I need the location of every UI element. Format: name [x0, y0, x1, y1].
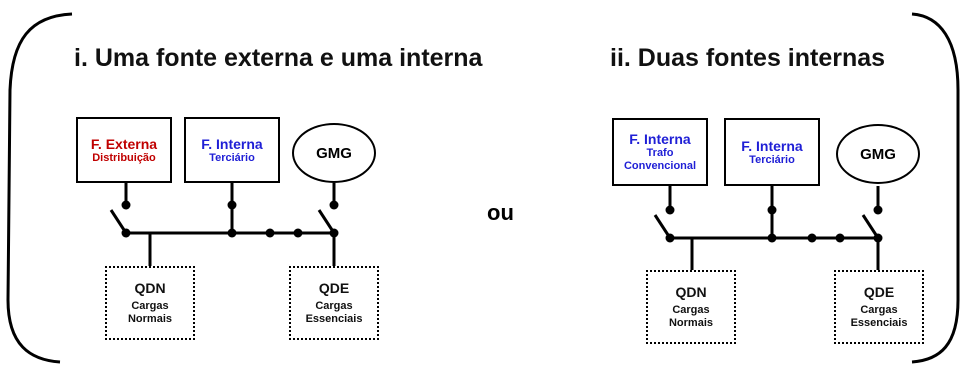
left-node	[121, 200, 131, 210]
right-switch-gmg	[861, 214, 880, 239]
left-qdn-line2: Normais	[127, 313, 173, 326]
right-switch-a	[653, 214, 672, 239]
right-qde-line1: Cargas	[860, 304, 898, 317]
left-wiring	[109, 183, 336, 266]
left-external-source-box: F. Externa Distribuição	[76, 117, 172, 183]
left-internal-source-box: F. Interna Terciário	[184, 117, 280, 183]
left-qde-box: QDE Cargas Essenciais	[289, 266, 379, 340]
left-node	[265, 228, 275, 238]
right-nodes	[665, 205, 883, 243]
left-qde-line1: Cargas	[315, 300, 353, 313]
left-title: i. Uma fonte externa e uma interna	[74, 44, 483, 72]
left-qde-name: QDE	[318, 280, 350, 297]
right-source-a-detail1: Trafo	[646, 147, 674, 160]
right-title: ii. Duas fontes internas	[610, 44, 886, 72]
left-nodes	[121, 200, 339, 238]
left-node	[121, 228, 131, 238]
left-node	[227, 200, 237, 210]
left-qdn-box: QDN Cargas Normais	[105, 266, 195, 340]
right-source-a-name: F. Interna	[629, 131, 691, 148]
left-switch-a	[109, 209, 128, 234]
frame-left-bracket	[6, 12, 73, 364]
left-qdn-line1: Cargas	[131, 300, 169, 313]
left-generator-label: GMG	[316, 144, 352, 162]
left-node	[329, 200, 339, 210]
right-node	[873, 205, 883, 215]
right-qde-line2: Essenciais	[850, 317, 908, 330]
right-node	[835, 233, 845, 243]
right-wiring	[653, 186, 880, 270]
right-qdn-name: QDN	[675, 284, 707, 301]
right-generator-label: GMG	[860, 145, 896, 163]
left-source-a-name: F. Externa	[90, 135, 158, 152]
right-source-b-detail: Terciário	[749, 153, 795, 166]
left-source-a-detail: Distribuição	[92, 151, 156, 164]
left-generator-circle: GMG	[292, 123, 376, 183]
right-node	[665, 233, 675, 243]
right-node	[807, 233, 817, 243]
right-qdn-box: QDN Cargas Normais	[646, 270, 736, 344]
left-qde-line2: Essenciais	[305, 313, 363, 326]
frame-right-bracket	[911, 12, 960, 364]
right-node	[873, 233, 883, 243]
right-internal-source-b-box: F. Interna Terciário	[724, 118, 820, 186]
left-node	[293, 228, 303, 238]
right-qde-name: QDE	[863, 284, 895, 301]
right-source-a-detail2: Convencional	[623, 160, 697, 173]
left-node	[227, 228, 237, 238]
right-qde-box: QDE Cargas Essenciais	[834, 270, 924, 344]
left-node	[329, 228, 339, 238]
right-qdn-line2: Normais	[668, 317, 714, 330]
right-node	[767, 233, 777, 243]
right-qdn-line1: Cargas	[672, 304, 710, 317]
left-source-b-name: F. Interna	[201, 135, 263, 152]
right-source-b-name: F. Interna	[741, 137, 803, 154]
right-node	[767, 205, 777, 215]
left-switch-gmg	[317, 209, 336, 234]
right-generator-circle: GMG	[836, 124, 920, 184]
right-node	[665, 205, 675, 215]
left-qdn-name: QDN	[134, 280, 166, 297]
right-internal-source-a-box: F. Interna Trafo Convencional	[612, 118, 708, 186]
or-label: ou	[487, 200, 514, 225]
left-source-b-detail: Terciário	[209, 151, 255, 164]
